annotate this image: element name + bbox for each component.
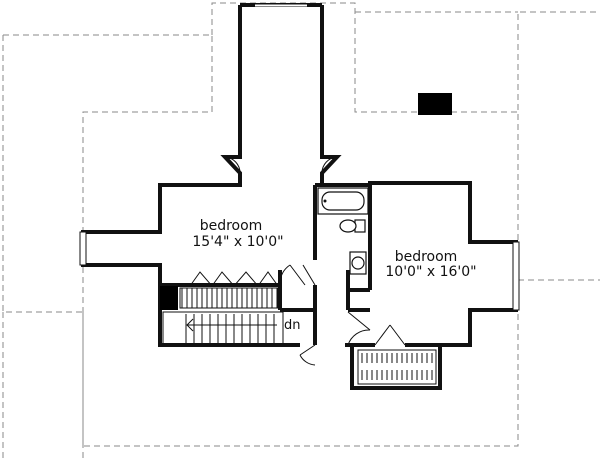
room-size-right: 10'0" x 16'0": [385, 264, 476, 280]
stair: [162, 311, 284, 346]
bathtub: [317, 187, 369, 215]
chimney: [418, 93, 452, 115]
room-size-left: 15'4" x 10'0": [192, 234, 283, 250]
room-name-left: bedroom: [200, 218, 263, 234]
closet-shelf-left: [160, 286, 279, 310]
door-swings: [224, 156, 406, 366]
window-left: [79, 231, 87, 266]
toilet: [339, 219, 366, 233]
window-right: [512, 241, 520, 311]
interior-walls: [160, 185, 440, 347]
sink: [349, 251, 367, 275]
closet-shelf-right: [357, 349, 437, 385]
closet-doors-left: [189, 271, 279, 287]
window-top: [255, 3, 307, 7]
stair-label: dn: [284, 318, 301, 333]
room-name-right: bedroom: [395, 249, 458, 265]
